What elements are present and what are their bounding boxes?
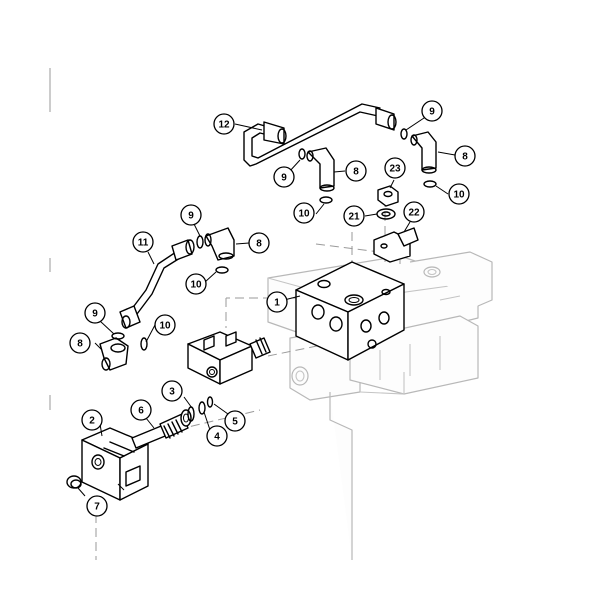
elbow-fitting-upper-right [410,131,437,174]
callout-circle [185,273,207,295]
callout-circle [266,291,288,313]
callout-label: 11 [138,238,149,249]
o-ring-upper-right [400,128,408,140]
washer [376,208,396,220]
callout-label: 9 [281,173,287,184]
callout-9: 9 [421,100,443,122]
callout-4: 4 [206,425,228,447]
bracket [373,227,419,263]
elbow-fitting-upper-left [306,147,335,192]
elbow-fitting-left [99,337,129,371]
callout-22: 22 [403,201,425,223]
callout-circle [84,302,106,324]
callout-circle [130,399,152,421]
callout-9: 9 [180,204,202,226]
callout-circle [248,232,270,254]
o-ring-upper-right-lower [423,180,437,188]
callout-label: 2 [89,416,95,427]
callout-circle [384,157,406,179]
callout-circle [293,202,315,224]
callout-circle [206,425,228,447]
callout-8: 8 [69,332,91,354]
o-ring-middle-upper [196,235,204,249]
valve-body-middle [187,331,271,385]
callout-circle [161,380,183,402]
o-ring-upper-left-lower [319,196,333,204]
nut [377,185,399,207]
o-ring-left-upper [111,332,125,340]
callout-circle [454,145,476,167]
callout-8: 8 [454,145,476,167]
o-ring-middle-lower [215,266,229,274]
callout-9: 9 [273,166,295,188]
middle-tube [119,239,195,329]
leader-lines [77,115,456,497]
callout-circle [403,201,425,223]
callout-label: 10 [190,280,202,291]
callout-label: 23 [389,164,401,175]
callout-5: 5 [224,410,246,432]
callout-label: 6 [138,406,144,417]
callout-circle [345,160,367,182]
callout-label: 1 [274,298,280,309]
o-ring-upper-left [298,148,306,160]
callout-circle [421,100,443,122]
callout-label: 5 [232,417,238,428]
elbow-fitting-middle [204,227,235,261]
callout-circle [448,183,470,205]
callout-label: 8 [462,152,468,163]
callout-6: 6 [130,399,152,421]
callout-7: 7 [86,495,108,517]
callout-label: 12 [218,120,230,131]
callout-11: 11 [132,231,154,253]
callout-8: 8 [248,232,270,254]
callout-circle [154,314,176,336]
callout-label: 9 [429,107,435,118]
upper-tube [243,103,397,167]
callout-label: 10 [453,190,465,201]
callout-circle [343,205,365,227]
callout-circle [273,166,295,188]
callout-10: 10 [185,273,207,295]
callout-8: 8 [345,160,367,182]
callout-21: 21 [343,205,365,227]
callout-2: 2 [81,409,103,431]
callout-label: 8 [353,167,359,178]
callout-label: 9 [188,211,194,222]
callout-circle [213,113,235,135]
callout-circle [132,231,154,253]
callout-circle [69,332,91,354]
callout-label: 8 [77,339,83,350]
callout-circle [180,204,202,226]
callout-label: 9 [92,309,98,320]
callout-label: 22 [408,208,420,219]
callout-10: 10 [154,314,176,336]
callout-label: 10 [159,321,171,332]
callout-label: 8 [256,239,262,250]
callout-12: 12 [213,113,235,135]
manifold-block [295,261,405,361]
plug [66,475,82,489]
callout-circle [224,410,246,432]
callout-9: 9 [84,302,106,324]
callout-23: 23 [384,157,406,179]
callout-10: 10 [448,183,470,205]
callout-10: 10 [293,202,315,224]
callout-circle [81,409,103,431]
callout-3: 3 [161,380,183,402]
o-ring-left-lower [140,337,148,351]
callout-label: 3 [169,387,175,398]
callout-label: 21 [348,212,360,223]
callout-circle [86,495,108,517]
callout-1: 1 [266,291,288,313]
callout-label: 10 [298,209,310,220]
valve-body-lower [81,427,149,501]
callout-label: 4 [214,432,220,443]
callout-label: 7 [94,502,100,513]
